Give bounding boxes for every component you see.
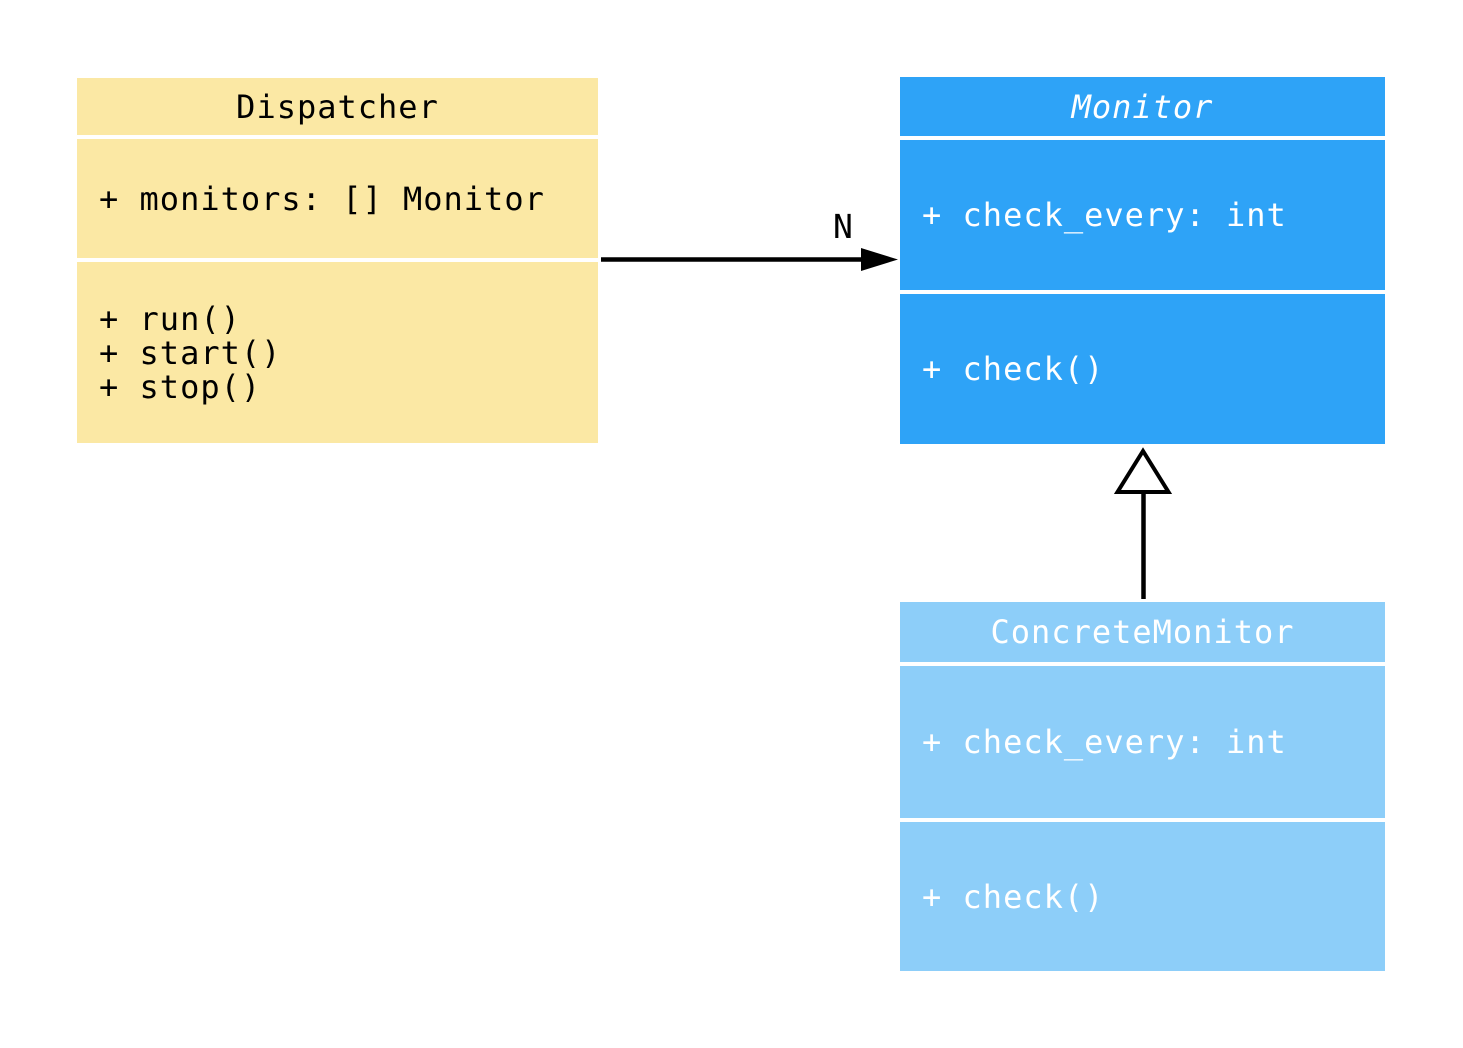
methods-section-dispatcher: + run() + start() + stop() xyxy=(77,262,598,443)
class-box-monitor: Monitor + check_every: int + check() xyxy=(900,77,1385,444)
attributes-section-concrete-monitor: + check_every: int xyxy=(900,666,1385,818)
method-item: + stop() xyxy=(99,367,262,406)
method-item: + check() xyxy=(922,877,1105,916)
method-item: + check() xyxy=(922,350,1105,388)
class-name-dispatcher: Dispatcher xyxy=(77,78,598,135)
method-item: + run() xyxy=(99,299,241,338)
section-divider xyxy=(900,818,1385,822)
section-divider xyxy=(900,136,1385,140)
section-divider xyxy=(900,662,1385,666)
attribute-item: + check_every: int xyxy=(922,196,1287,234)
attribute-item: + check_every: int xyxy=(922,723,1287,761)
association-multiplicity-label: N xyxy=(833,207,853,246)
class-box-concrete-monitor: ConcreteMonitor + check_every: int + che… xyxy=(900,602,1385,971)
methods-section-monitor: + check() xyxy=(900,294,1385,444)
method-item: + start() xyxy=(99,333,282,372)
attribute-item: + monitors: [] Monitor xyxy=(99,179,545,218)
attributes-section-monitor: + check_every: int xyxy=(900,140,1385,290)
methods-section-concrete-monitor: + check() xyxy=(900,822,1385,971)
attributes-section-dispatcher: + monitors: [] Monitor xyxy=(77,139,598,258)
association-arrowhead-icon xyxy=(861,248,898,271)
section-divider xyxy=(77,135,598,139)
inheritance-triangle-icon xyxy=(1113,447,1173,494)
class-name-monitor: Monitor xyxy=(900,77,1385,136)
section-divider xyxy=(77,258,598,262)
class-box-dispatcher: Dispatcher + monitors: [] Monitor + run(… xyxy=(77,78,598,443)
class-name-concrete-monitor: ConcreteMonitor xyxy=(900,602,1385,662)
section-divider xyxy=(900,290,1385,294)
